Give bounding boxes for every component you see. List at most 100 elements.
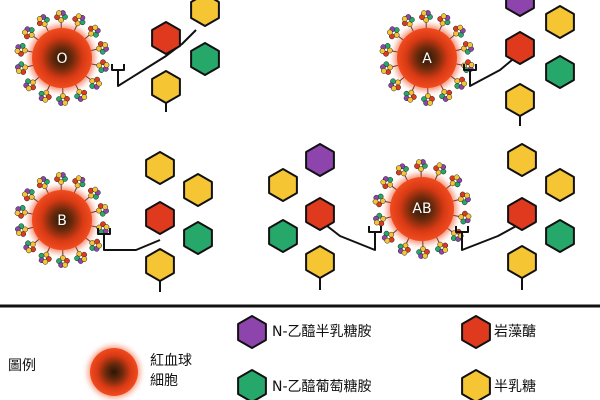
antigen-dot xyxy=(442,247,449,253)
antigen-dot xyxy=(96,80,102,87)
antigen-dot xyxy=(387,29,393,36)
antigen-dot xyxy=(381,68,387,74)
chain-link xyxy=(463,64,477,78)
glcnac-hexagon xyxy=(183,221,213,255)
antigen-dot xyxy=(14,210,21,216)
chain-link xyxy=(461,223,521,251)
chain-link xyxy=(368,226,382,240)
cell-ab-label: AB xyxy=(412,201,431,217)
antigen-dot xyxy=(372,198,379,205)
legend-title: 圖例 xyxy=(8,358,36,374)
antigen-dot xyxy=(465,213,472,220)
antigen-dot xyxy=(453,174,460,181)
red-blood-cell-a xyxy=(379,10,475,106)
cell-ab-group: AB xyxy=(372,159,472,259)
antigen-dot xyxy=(62,100,68,106)
antigen-dot xyxy=(395,79,401,86)
antigen-dot xyxy=(21,209,28,216)
antigen-dot xyxy=(427,100,433,106)
cell-a-group: A xyxy=(379,10,475,106)
antigen-dot xyxy=(467,42,473,48)
antigen-dot xyxy=(425,93,431,99)
chain-link xyxy=(117,29,197,87)
antigen-dot xyxy=(461,80,467,87)
antigen-dot xyxy=(30,241,36,248)
antigen-dot xyxy=(36,178,43,184)
legend-item-galnac-label: N-乙醯半乳糖胺 xyxy=(272,324,372,340)
antigen-dot xyxy=(56,172,62,178)
legend-yellow-hexagon-icon xyxy=(461,369,491,400)
glcnac-hexagon xyxy=(545,55,575,89)
galactose-hexagon xyxy=(545,5,575,39)
antigen-dot xyxy=(30,79,36,86)
galactose-hexagon xyxy=(145,151,175,185)
galactose-hexagon xyxy=(305,245,335,279)
antigen-dot xyxy=(22,191,28,198)
cell-a-label: A xyxy=(422,51,432,67)
antigen-dot xyxy=(457,24,464,31)
antigen-dot xyxy=(88,30,94,37)
antigen-dot xyxy=(386,47,393,54)
antigen-dot xyxy=(36,16,43,22)
fucose-hexagon xyxy=(305,197,335,231)
cell-b-group: B xyxy=(14,172,110,268)
antigen-dot xyxy=(96,62,103,69)
antigen-dot xyxy=(395,165,402,171)
galactose-hexagon xyxy=(505,83,535,117)
legend-purple-hexagon-icon xyxy=(237,315,267,349)
cell-body xyxy=(397,28,457,88)
cell-body xyxy=(390,177,454,241)
antigen-dot xyxy=(16,68,22,74)
antigen-dot xyxy=(418,166,424,172)
legend-item-galactose-label: 半乳糖 xyxy=(494,379,536,395)
legend-rbc-label-line1: 紅血球 xyxy=(150,353,192,369)
antigen-dot xyxy=(102,204,108,210)
glcnac-hexagon xyxy=(268,219,298,253)
antigen-dot xyxy=(92,24,99,31)
antigen-dot xyxy=(81,256,88,262)
antigen-dot xyxy=(88,192,94,199)
antigen-dot xyxy=(92,186,99,193)
antigen-dot xyxy=(388,231,395,238)
antigen-dot xyxy=(407,96,414,103)
antigen-dot xyxy=(446,94,453,100)
antigen-dot xyxy=(81,94,88,100)
antigen-dot xyxy=(422,253,428,259)
antigen-dot xyxy=(14,48,21,54)
legend-item-fucose-label: 岩藻醣 xyxy=(494,324,536,340)
antigen-dot xyxy=(454,78,461,84)
antigen-dot xyxy=(89,78,96,84)
antigen-dot xyxy=(374,219,380,226)
fucose-hexagon xyxy=(151,21,181,55)
antigen-dot xyxy=(28,194,35,200)
antigen-dot xyxy=(384,237,391,244)
chain-link xyxy=(321,221,376,251)
red-blood-cell-ab xyxy=(372,159,472,259)
antigen-dot xyxy=(89,240,96,246)
antigen-dot xyxy=(401,16,408,22)
cell-o-label: O xyxy=(56,51,67,67)
antigen-dot xyxy=(420,246,426,252)
chain-link xyxy=(97,228,111,242)
antigen-dot xyxy=(468,62,475,68)
cell-o-group: O xyxy=(14,10,110,106)
chain-link xyxy=(103,239,161,251)
galactose-hexagon xyxy=(545,168,575,202)
antigen-dot xyxy=(103,62,110,68)
antigen-dot xyxy=(390,85,397,92)
antigen-dot xyxy=(423,17,429,23)
antigen-dot xyxy=(380,179,387,186)
antigen-dot xyxy=(21,47,28,54)
antigen-dot xyxy=(96,242,102,249)
antigen-dot xyxy=(42,258,49,265)
legend-rbc-label-line2: 細胞 xyxy=(150,373,178,389)
galactose-hexagon xyxy=(268,168,298,202)
antigen-dot xyxy=(75,175,82,182)
antigen-dot xyxy=(436,162,443,169)
galactose-hexagon xyxy=(190,0,220,27)
galnac-hexagon xyxy=(505,0,535,17)
galactose-hexagon xyxy=(145,248,175,282)
antigen-dot xyxy=(453,30,459,37)
antigen-dot xyxy=(440,13,447,20)
